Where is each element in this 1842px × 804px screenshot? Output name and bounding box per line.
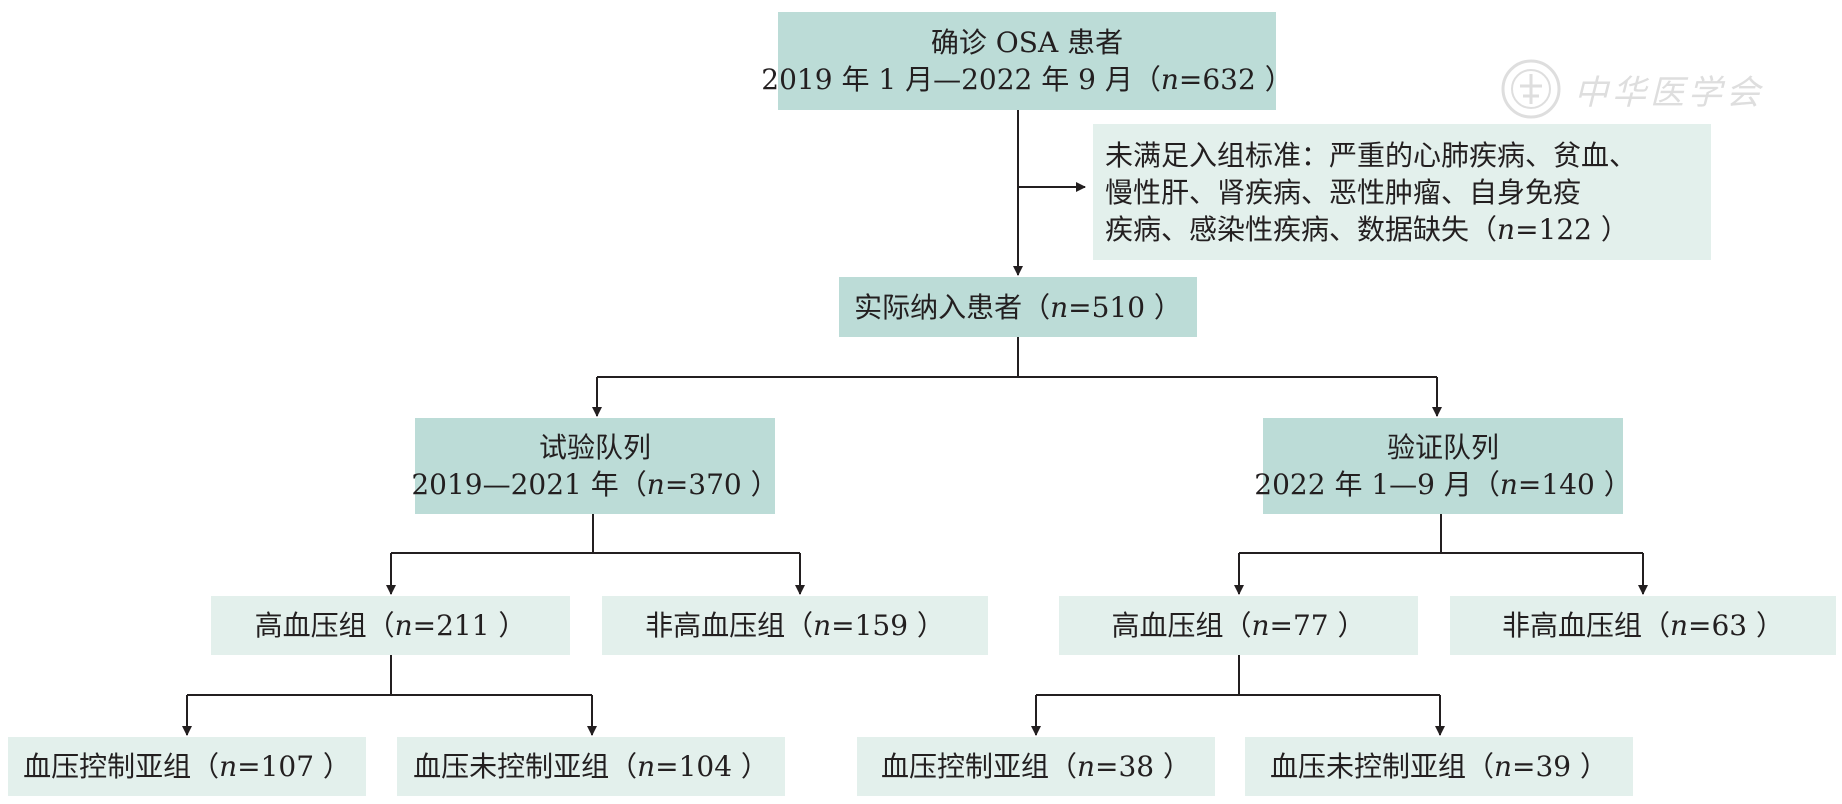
- validation-controlled-label: 血压控制亚组（n=38 ）: [880, 750, 1192, 783]
- validation-hypertension-label: 高血压组（n=77 ）: [1111, 609, 1366, 642]
- confirmed-osa-box: 确诊 OSA 患者 2019 年 1 月—2022 年 9 月（n=632 ）: [761, 12, 1293, 110]
- connector-train-split: [592, 514, 800, 554]
- exclusion-line-3: 疾病、感染性疾病、数据缺失（n=122 ）: [1105, 212, 1629, 246]
- validation-cohort-box: 验证队列 2022 年 1—9 月（n=140 ）: [1254, 418, 1632, 514]
- arrow-to-train-htn: [391, 552, 593, 594]
- validation-cohort-title: 验证队列: [1386, 431, 1499, 464]
- validation-hypertension-box: 高血压组（n=77 ）: [1059, 596, 1418, 655]
- training-hypertension-label: 高血压组（n=211 ）: [254, 609, 527, 642]
- validation-uncontrolled-subgroup-box: 血压未控制亚组（n=39 ）: [1245, 737, 1633, 796]
- society-seal-icon: [1501, 59, 1561, 119]
- validation-cohort-period: 2022 年 1—9 月（n=140 ）: [1254, 468, 1632, 501]
- training-non-hypertension-label: 非高血压组（n=159 ）: [645, 609, 945, 642]
- exclusion-line-2: 慢性肝、肾疾病、恶性肿瘤、自身免疫: [1105, 175, 1582, 209]
- validation-controlled-subgroup-box: 血压控制亚组（n=38 ）: [857, 737, 1215, 796]
- validation-non-hypertension-box: 非高血压组（n=63 ）: [1450, 596, 1836, 655]
- confirmed-period: 2019 年 1 月—2022 年 9 月（n=632 ）: [761, 63, 1293, 96]
- arrow-to-valid-controlled: [1036, 694, 1239, 735]
- exclusion-criteria-box: 未满足入组标准：严重的心肺疾病、贫血、 慢性肝、肾疾病、恶性肿瘤、自身免疫 疾病…: [1093, 124, 1711, 260]
- training-controlled-subgroup-box: 血压控制亚组（n=107 ）: [8, 737, 366, 796]
- arrow-to-valid-htn: [1239, 552, 1441, 594]
- included-label: 实际纳入患者（n=510 ）: [854, 290, 1182, 324]
- arrow-to-train-cohort: [597, 376, 1437, 416]
- watermark-text: 中华医学会: [1574, 72, 1764, 113]
- connector-valid-htn-split: [1238, 655, 1440, 696]
- connector-valid-split: [1440, 514, 1643, 554]
- training-cohort-period: 2019—2021 年（n=370 ）: [411, 468, 779, 501]
- training-hypertension-box: 高血压组（n=211 ）: [211, 596, 570, 655]
- training-cohort-title: 试验队列: [538, 431, 651, 464]
- connector-train-htn-split: [390, 655, 592, 696]
- confirmed-title: 确诊 OSA 患者: [930, 26, 1124, 59]
- validation-uncontrolled-label: 血压未控制亚组（n=39 ）: [1269, 750, 1609, 783]
- training-uncontrolled-subgroup-box: 血压未控制亚组（n=104 ）: [397, 737, 785, 796]
- training-cohort-box: 试验队列 2019—2021 年（n=370 ）: [411, 418, 779, 514]
- validation-non-hypertension-label: 非高血压组（n=63 ）: [1501, 609, 1785, 642]
- training-controlled-label: 血压控制亚组（n=107 ）: [23, 750, 351, 783]
- training-uncontrolled-label: 血压未控制亚组（n=104 ）: [413, 750, 769, 783]
- included-patients-box: 实际纳入患者（n=510 ）: [839, 277, 1197, 337]
- training-non-hypertension-box: 非高血压组（n=159 ）: [602, 596, 988, 655]
- watermark: 中华医学会: [1500, 58, 1764, 120]
- arrow-to-train-controlled: [187, 694, 391, 735]
- exclusion-line-1: 未满足入组标准：严重的心肺疾病、贫血、: [1105, 138, 1638, 172]
